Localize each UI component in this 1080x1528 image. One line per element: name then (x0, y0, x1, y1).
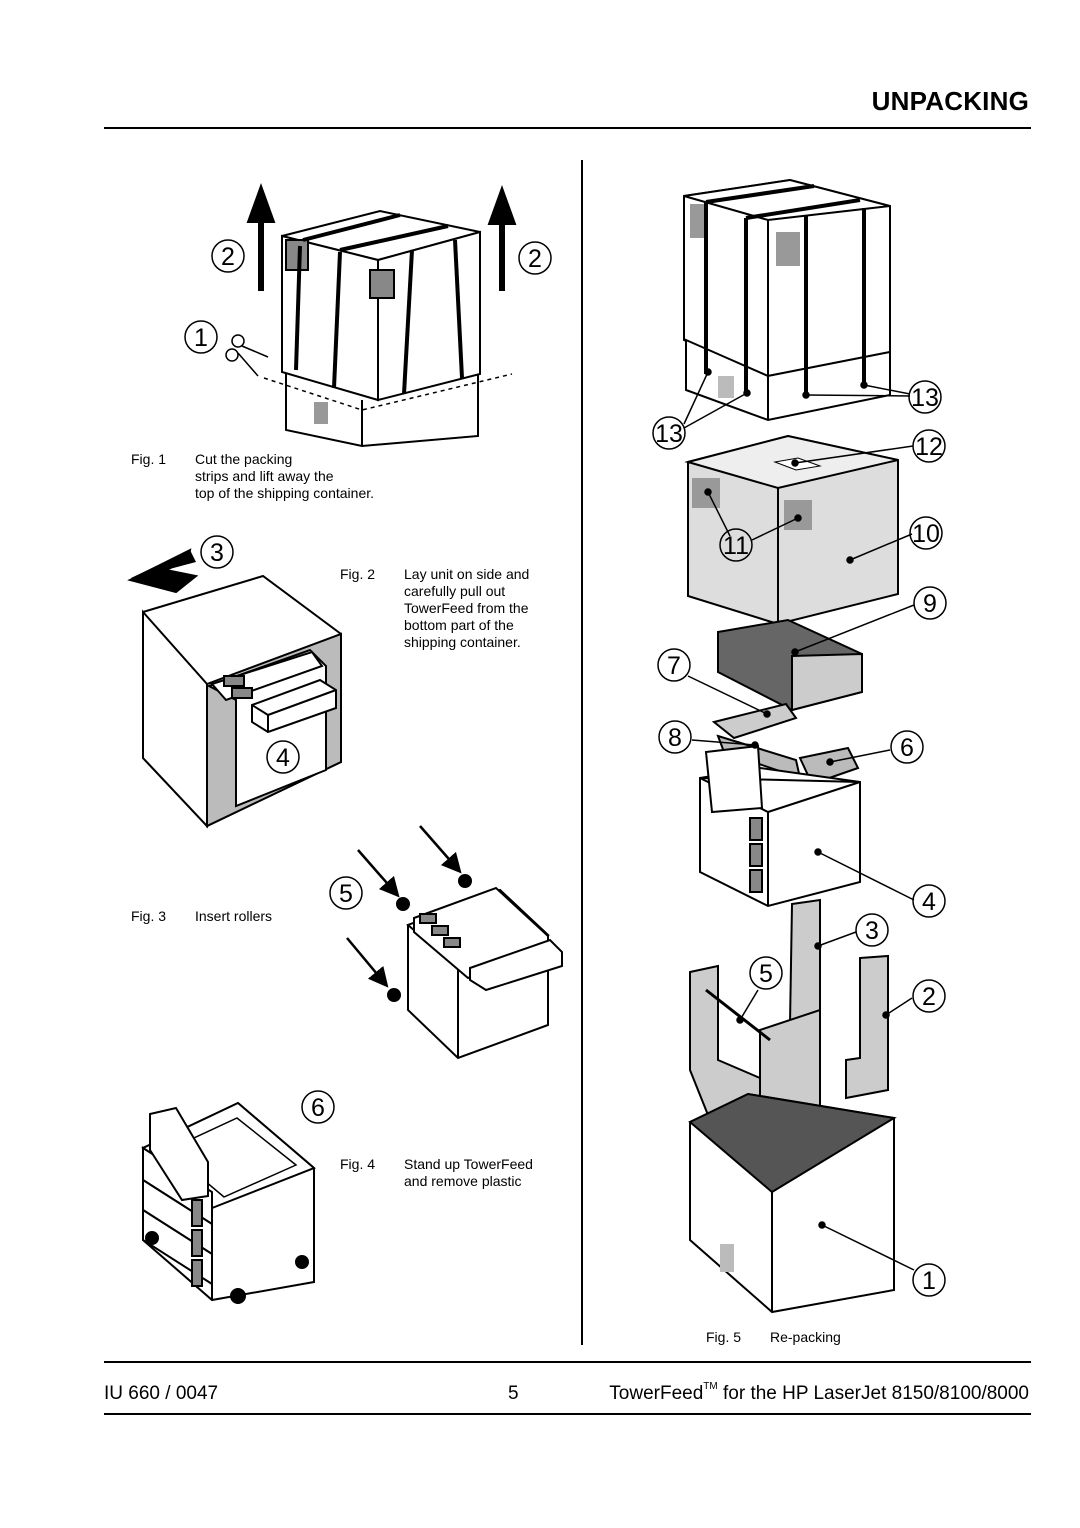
fig4-callouts: 6 (301, 1090, 335, 1124)
column-divider (581, 160, 583, 1345)
fig1-callout-2b: 2 (528, 245, 542, 273)
fig5-callout-6: 6 (900, 734, 914, 762)
footer-product: TowerFeed (609, 1383, 704, 1404)
fig1-callouts: 2 2 1 (184, 239, 552, 354)
fig4-drawing (141, 1101, 316, 1304)
fig5-callout-10: 10 (912, 520, 940, 548)
fig3-number: Fig. 3 (131, 908, 167, 924)
fig3-text: Insert rollers (195, 908, 273, 924)
header-rule (104, 127, 1031, 129)
fig2-callout-3: 3 (210, 539, 224, 567)
footer-top-rule (104, 1361, 1031, 1363)
fig5-callout-7: 7 (667, 652, 681, 680)
fig5-callout-1: 1 (922, 1267, 936, 1295)
fig2-callout-4: 4 (276, 744, 290, 772)
fig5-callout-labels: 13 13 12 11 10 9 7 8 6 4 3 5 2 1 (655, 384, 943, 1295)
fig5-leaders (683, 368, 915, 1271)
fig4-text: Stand up TowerFeed and remove plastic (404, 1156, 533, 1189)
fig2-text: Lay unit on side and carefully pull out … (404, 566, 530, 650)
fig5-callout-8: 8 (668, 724, 682, 752)
fig2-drawing (127, 548, 342, 829)
fig4-callout-6: 6 (311, 1094, 325, 1122)
footer-bottom-rule (104, 1413, 1031, 1415)
fig5-callout-5: 5 (759, 960, 773, 988)
fig5-callout-13b: 13 (911, 384, 939, 412)
fig5-callouts (652, 380, 947, 1297)
fig3-callout-5: 5 (339, 880, 353, 908)
fig1-callout-1: 1 (194, 324, 208, 352)
footer-product-line: TowerFeedTM for the HP LaserJet 8150/810… (609, 1381, 1029, 1405)
fig2-callouts: 3 4 (200, 535, 300, 774)
fig5-callout-12: 12 (915, 433, 943, 461)
fig2-number: Fig. 2 (340, 566, 376, 582)
fig5-callout-2: 2 (922, 983, 936, 1011)
fig1-callout-2a: 2 (221, 243, 235, 271)
footer-page-number: 5 (508, 1383, 519, 1404)
fig5-callout-3: 3 (865, 917, 879, 945)
fig4-number: Fig. 4 (340, 1156, 376, 1172)
fig5-callout-4: 4 (922, 888, 936, 916)
fig5-callout-11: 11 (723, 532, 749, 560)
fig1-text: Cut the packing strips and lift away the… (195, 451, 375, 501)
fig5-callout-9: 9 (923, 590, 937, 618)
fig1-number: Fig. 1 (131, 451, 167, 467)
fig3-drawing (346, 825, 563, 1060)
fig5-callout-13a: 13 (655, 420, 683, 448)
footer-product-suffix: for the HP LaserJet 8150/8100/8000 (717, 1383, 1029, 1404)
footer-doc-id: IU 660 / 0047 (104, 1383, 219, 1404)
fig1-drawing (225, 183, 517, 448)
page-title: UNPACKING (871, 86, 1029, 116)
footer-trademark: TM (703, 1381, 718, 1392)
fig3-callouts: 5 (329, 876, 363, 910)
fig5-number: Fig. 5 (706, 1329, 742, 1345)
fig5-drawing (683, 178, 899, 1314)
fig5-text: Re-packing (770, 1329, 841, 1345)
